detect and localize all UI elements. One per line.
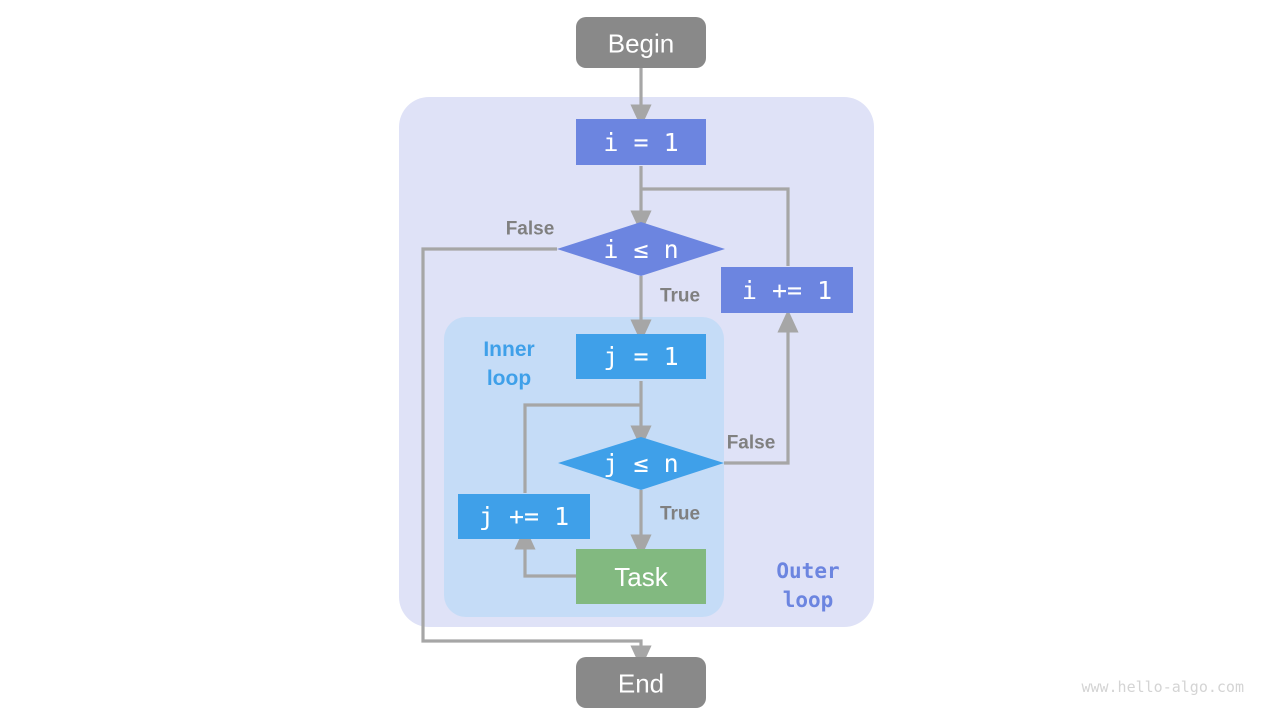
node-j-cond[interactable]: j ≤ n (558, 437, 724, 490)
node-i-init[interactable]: i = 1 (576, 119, 706, 165)
watermark: www.hello-algo.com (1081, 678, 1244, 696)
edge-i-cond-false-to-end (421, 247, 652, 669)
node-task-label: Task (614, 562, 668, 592)
node-j-cond-label: j ≤ n (603, 449, 678, 478)
node-j-incr[interactable]: j += 1 (458, 494, 590, 539)
node-end[interactable]: End (576, 657, 706, 708)
node-begin-label: Begin (608, 29, 675, 59)
edge-label-i-true: True (660, 286, 700, 307)
edge-task-to-j-incr (514, 526, 576, 578)
node-end-label: End (618, 669, 664, 699)
inner-loop-label-line1: Inner (483, 338, 534, 361)
outer-loop-label-line1: Outer (776, 559, 839, 583)
inner-loop-label-line2: loop (487, 367, 531, 390)
edge-label-i-false: False (506, 219, 555, 240)
edge-label-j-true: True (660, 504, 700, 525)
node-i-cond-label: i ≤ n (603, 235, 678, 264)
edge-i-incr-to-i-cond (641, 187, 790, 266)
node-begin[interactable]: Begin (576, 17, 706, 68)
node-j-init-label: j = 1 (603, 342, 678, 371)
node-j-incr-label: j += 1 (479, 502, 569, 531)
outer-loop-label-line2: loop (783, 588, 834, 612)
node-i-init-label: i = 1 (603, 128, 678, 157)
node-i-incr[interactable]: i += 1 (721, 267, 853, 313)
edge-j-cond-false-to-i-incr (724, 309, 799, 465)
node-i-incr-label: i += 1 (742, 276, 832, 305)
node-i-cond[interactable]: i ≤ n (557, 222, 725, 276)
node-task[interactable]: Task (576, 549, 706, 604)
edge-j-incr-to-j-cond (523, 403, 641, 493)
node-j-init[interactable]: j = 1 (576, 334, 706, 379)
edge-label-j-false: False (727, 433, 776, 454)
